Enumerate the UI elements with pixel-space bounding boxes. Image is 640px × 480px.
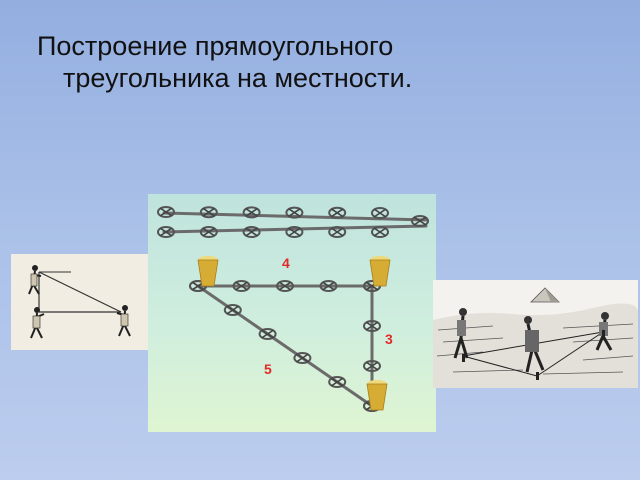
rope-knot-icon <box>411 215 429 227</box>
rope-knot-icon <box>285 206 304 219</box>
rope-knot-icon <box>363 360 381 372</box>
rope-knot-icon <box>371 207 389 219</box>
rope-stretchers-sketch-icon <box>11 254 149 350</box>
rope-knot-icon <box>157 226 175 238</box>
rope-knot-icon <box>232 280 251 292</box>
peg-top-right-icon <box>369 256 391 287</box>
rope-knot-icon <box>319 280 338 292</box>
rope-knot-icon <box>328 206 347 219</box>
side-label-5: 5 <box>264 361 272 377</box>
rope-knot-icon <box>157 206 175 218</box>
side-label-4: 4 <box>282 255 290 271</box>
rope-knot-icon <box>363 320 381 332</box>
slide-title-line-2: треугольника на местности. <box>63 63 413 93</box>
rope-triangle-diagram: 4 3 5 <box>148 194 436 432</box>
peg-top-left-icon <box>197 256 219 287</box>
rope-stretchers-illustration <box>11 254 149 350</box>
rope-knot-icon <box>199 206 218 219</box>
peg-bottom-right-icon <box>366 380 388 411</box>
rope-side-5 <box>196 284 374 408</box>
slide-title: Построение прямоугольного треугольника н… <box>11 30 597 94</box>
rope-knot-icon <box>371 226 389 238</box>
rope-knot-icon <box>258 328 277 340</box>
rope-triangle-svg: 4 3 5 <box>157 206 429 412</box>
rope-knot-icon <box>293 352 312 364</box>
egyptian-surveyors-engraving-icon <box>433 280 638 388</box>
rope-knot-icon <box>328 226 347 238</box>
rope-knot-icon <box>242 206 261 219</box>
rope-knot-icon <box>276 280 294 292</box>
rope-knot-icon <box>199 226 218 238</box>
rope-row-1 <box>162 211 428 222</box>
rope-knot-icon <box>242 226 261 238</box>
slide-title-line-1: Построение прямоугольного <box>37 31 394 61</box>
rope-knot-icon <box>328 376 347 388</box>
rope-knot-icon <box>285 226 304 238</box>
egyptian-surveyors-illustration <box>433 280 638 388</box>
rope-knot-icon <box>223 304 242 316</box>
side-label-3: 3 <box>385 331 393 347</box>
